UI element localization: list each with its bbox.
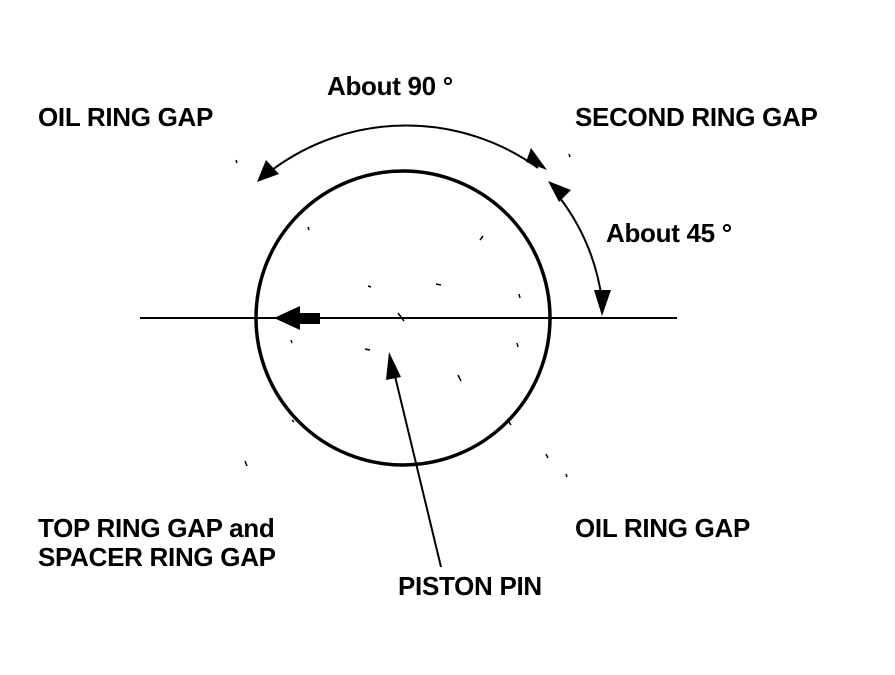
piston-pin-label: PISTON PIN [398, 571, 542, 601]
scan-specks [235, 153, 571, 478]
oil-ring-gap-bottom-label: OIL RING GAP [575, 513, 751, 543]
about-90-arc [257, 124, 547, 182]
about-45-label: About 45 ° [606, 218, 732, 248]
piston-pin-leader [386, 352, 442, 568]
about-45-arc [548, 181, 611, 316]
top-ring-gap-arrow [274, 306, 320, 330]
piston-circle [254, 169, 552, 467]
oil-ring-gap-top-label: OIL RING GAP [38, 102, 214, 132]
top-ring-gap-label-line1: TOP RING GAP and [38, 513, 275, 543]
about-90-label: About 90 ° [327, 71, 453, 101]
second-ring-gap-label: SECOND RING GAP [575, 102, 818, 132]
top-ring-gap-label-line2: SPACER RING GAP [38, 542, 276, 572]
